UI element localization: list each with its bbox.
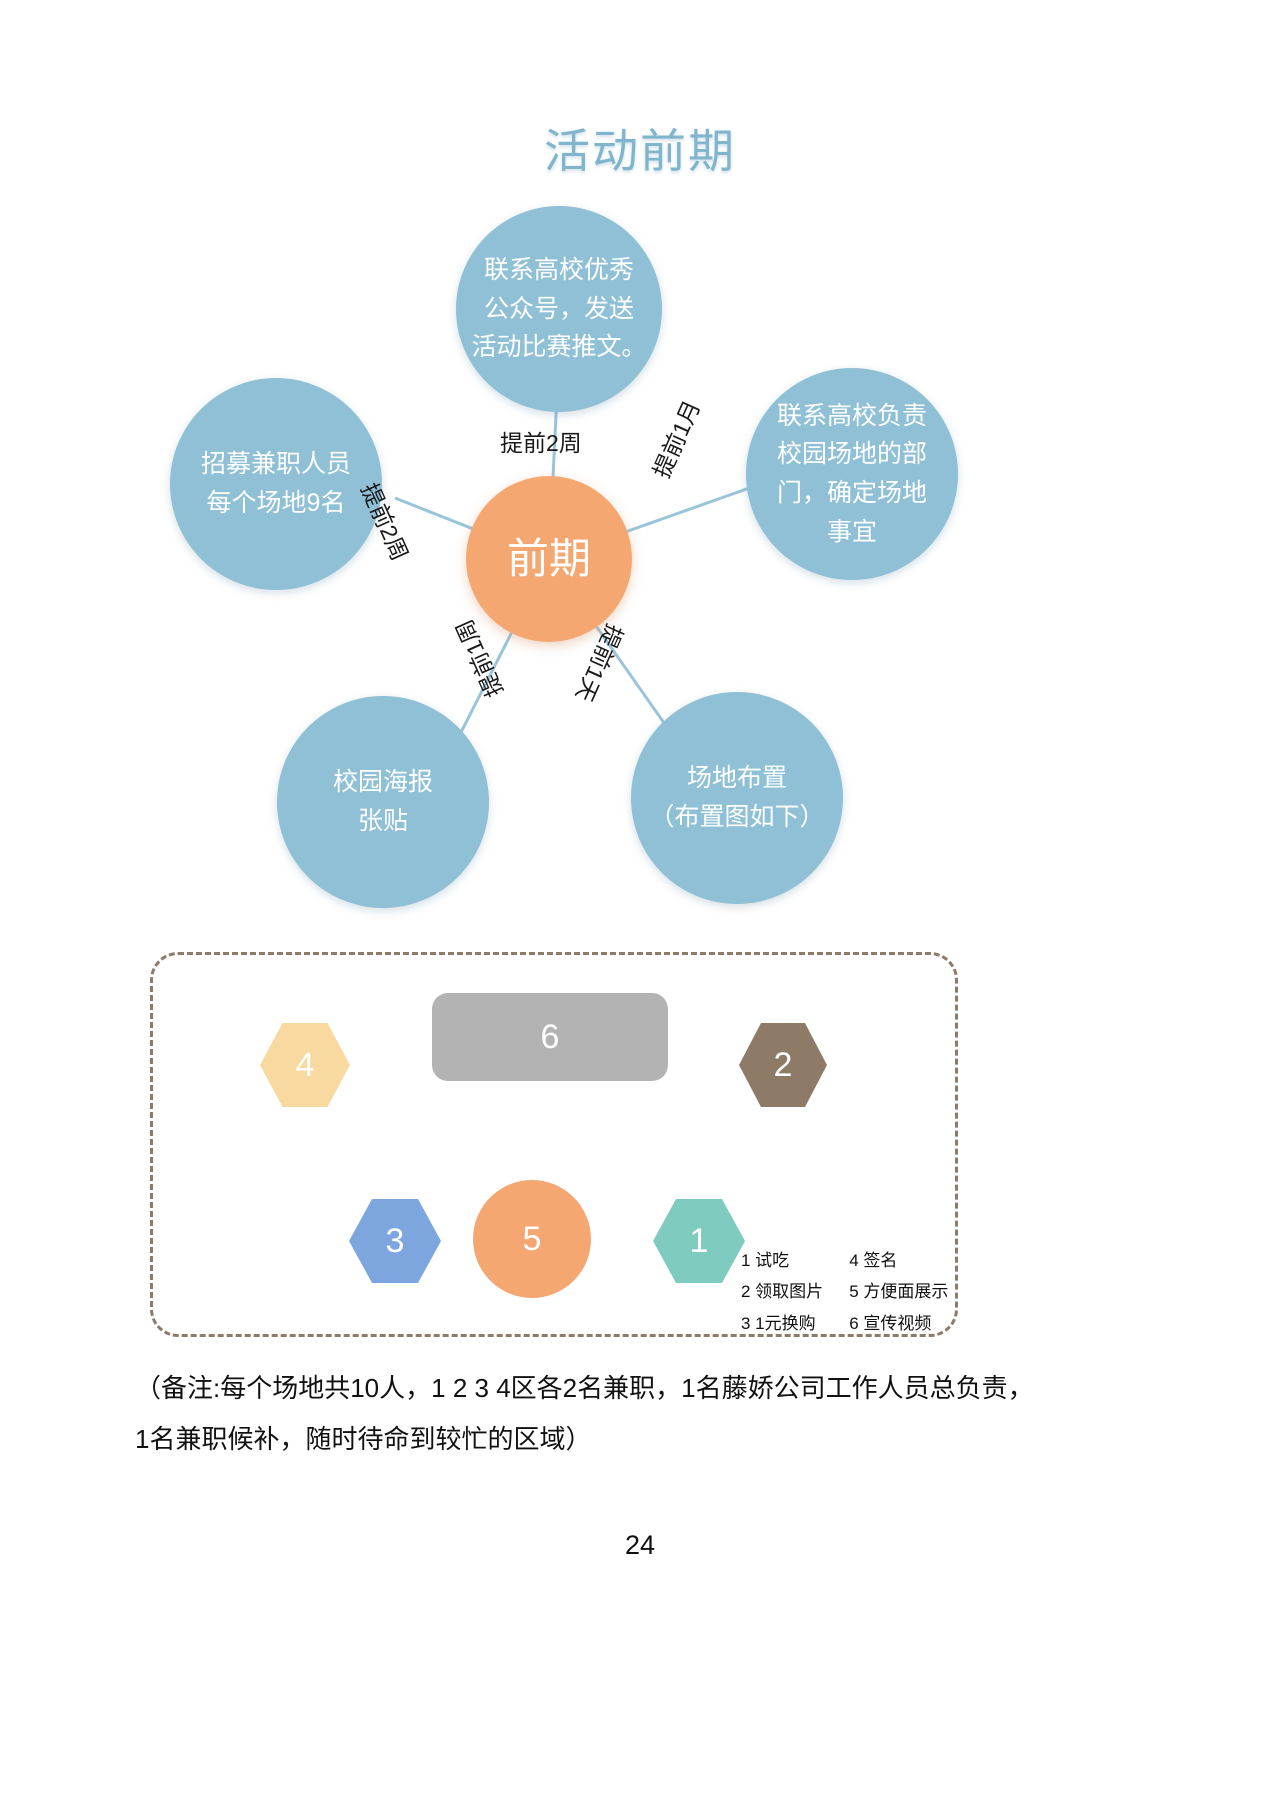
footnote-line-1: （备注:每个场地共10人，1 2 3 4区各2名兼职，1名藤娇公司工作人员总负责… [135, 1373, 1034, 1403]
mindmap-diagram: 联系高校优秀 公众号，发送 活动比赛推文。 招募兼职人员 每个场地9名 联系高校… [0, 180, 1280, 960]
legend-item-5: 5 方便面展示 [849, 1282, 949, 1302]
node-right-line-1: 联系高校负责 [776, 401, 927, 430]
venue-shape-5-label: 5 [522, 1219, 542, 1258]
venue-shape-4-label: 4 [295, 1045, 315, 1084]
node-bl-line-1: 校园海报 [332, 768, 433, 797]
page-title: 活动前期 [544, 125, 736, 177]
mindmap-node-top[interactable]: 联系高校优秀 公众号，发送 活动比赛推文。 [456, 206, 662, 412]
venue-shape-6-label: 6 [540, 1017, 560, 1056]
mindmap-node-right[interactable]: 联系高校负责 校园场地的部 门，确定场地 事宜 [746, 368, 958, 580]
venue-layout-box: 4 6 2 3 5 1 1 试吃 2 领取图片 3 1元换购 4 签名 5 方便… [150, 952, 958, 1337]
venue-shape-1-label: 1 [689, 1221, 709, 1260]
legend-item-6: 6 宣传视频 [849, 1313, 932, 1333]
legend-item-4: 4 签名 [849, 1251, 898, 1270]
venue-shape-6[interactable]: 6 [432, 993, 668, 1081]
mindmap-node-bottom-right[interactable]: 场地布置 （布置图如下） [631, 692, 843, 904]
venue-shape-3[interactable]: 3 [349, 1199, 441, 1283]
footnote: （备注:每个场地共10人，1 2 3 4区各2名兼职，1名藤娇公司工作人员总负责… [135, 1363, 1165, 1464]
node-right-line-4: 事宜 [826, 517, 877, 546]
venue-legend-column-left: 1 试吃 2 领取图片 3 1元换购 [741, 1245, 823, 1339]
legend-item-2: 2 领取图片 [741, 1282, 824, 1302]
legend-item-1: 1 试吃 [741, 1251, 790, 1270]
node-top-line-3: 活动比赛推文。 [471, 333, 647, 362]
venue-shape-2-label: 2 [773, 1045, 793, 1084]
mindmap-center-label: 前期 [506, 534, 591, 582]
node-bl-line-2: 张贴 [357, 807, 408, 835]
node-top-line-2: 公众号，发送 [483, 294, 634, 323]
venue-legend: 1 试吃 2 领取图片 3 1元换购 4 签名 5 方便面展示 6 宣传视频 [741, 1245, 948, 1339]
legend-item-3: 3 1元换购 [741, 1313, 816, 1333]
footnote-line-2: 1名兼职候补，随时待命到较忙的区域） [135, 1423, 592, 1454]
venue-legend-column-right: 4 签名 5 方便面展示 6 宣传视频 [849, 1245, 948, 1339]
mindmap-node-left[interactable]: 招募兼职人员 每个场地9名 [170, 378, 382, 590]
edge-label-top: 提前2周 [500, 430, 582, 456]
venue-shape-4[interactable]: 4 [260, 1023, 350, 1107]
node-br-line-1: 场地布置 [686, 764, 787, 793]
node-right-line-2: 校园场地的部 [776, 440, 927, 469]
venue-shape-2[interactable]: 2 [739, 1023, 827, 1107]
page-number: 24 [624, 1530, 656, 1560]
node-top-line-1: 联系高校优秀 [483, 255, 634, 284]
node-left-line-1: 招募兼职人员 [200, 450, 351, 479]
venue-shape-5[interactable]: 5 [473, 1180, 591, 1298]
mindmap-center-node[interactable]: 前期 [466, 476, 632, 642]
node-br-line-2: （布置图如下） [649, 803, 825, 831]
venue-shape-3-label: 3 [385, 1221, 405, 1260]
mindmap-node-bottom-left[interactable]: 校园海报 张贴 [277, 696, 489, 908]
venue-shape-1[interactable]: 1 [653, 1199, 745, 1283]
node-left-line-2: 每个场地9名 [206, 489, 346, 517]
node-right-line-3: 门，确定场地 [776, 479, 927, 507]
